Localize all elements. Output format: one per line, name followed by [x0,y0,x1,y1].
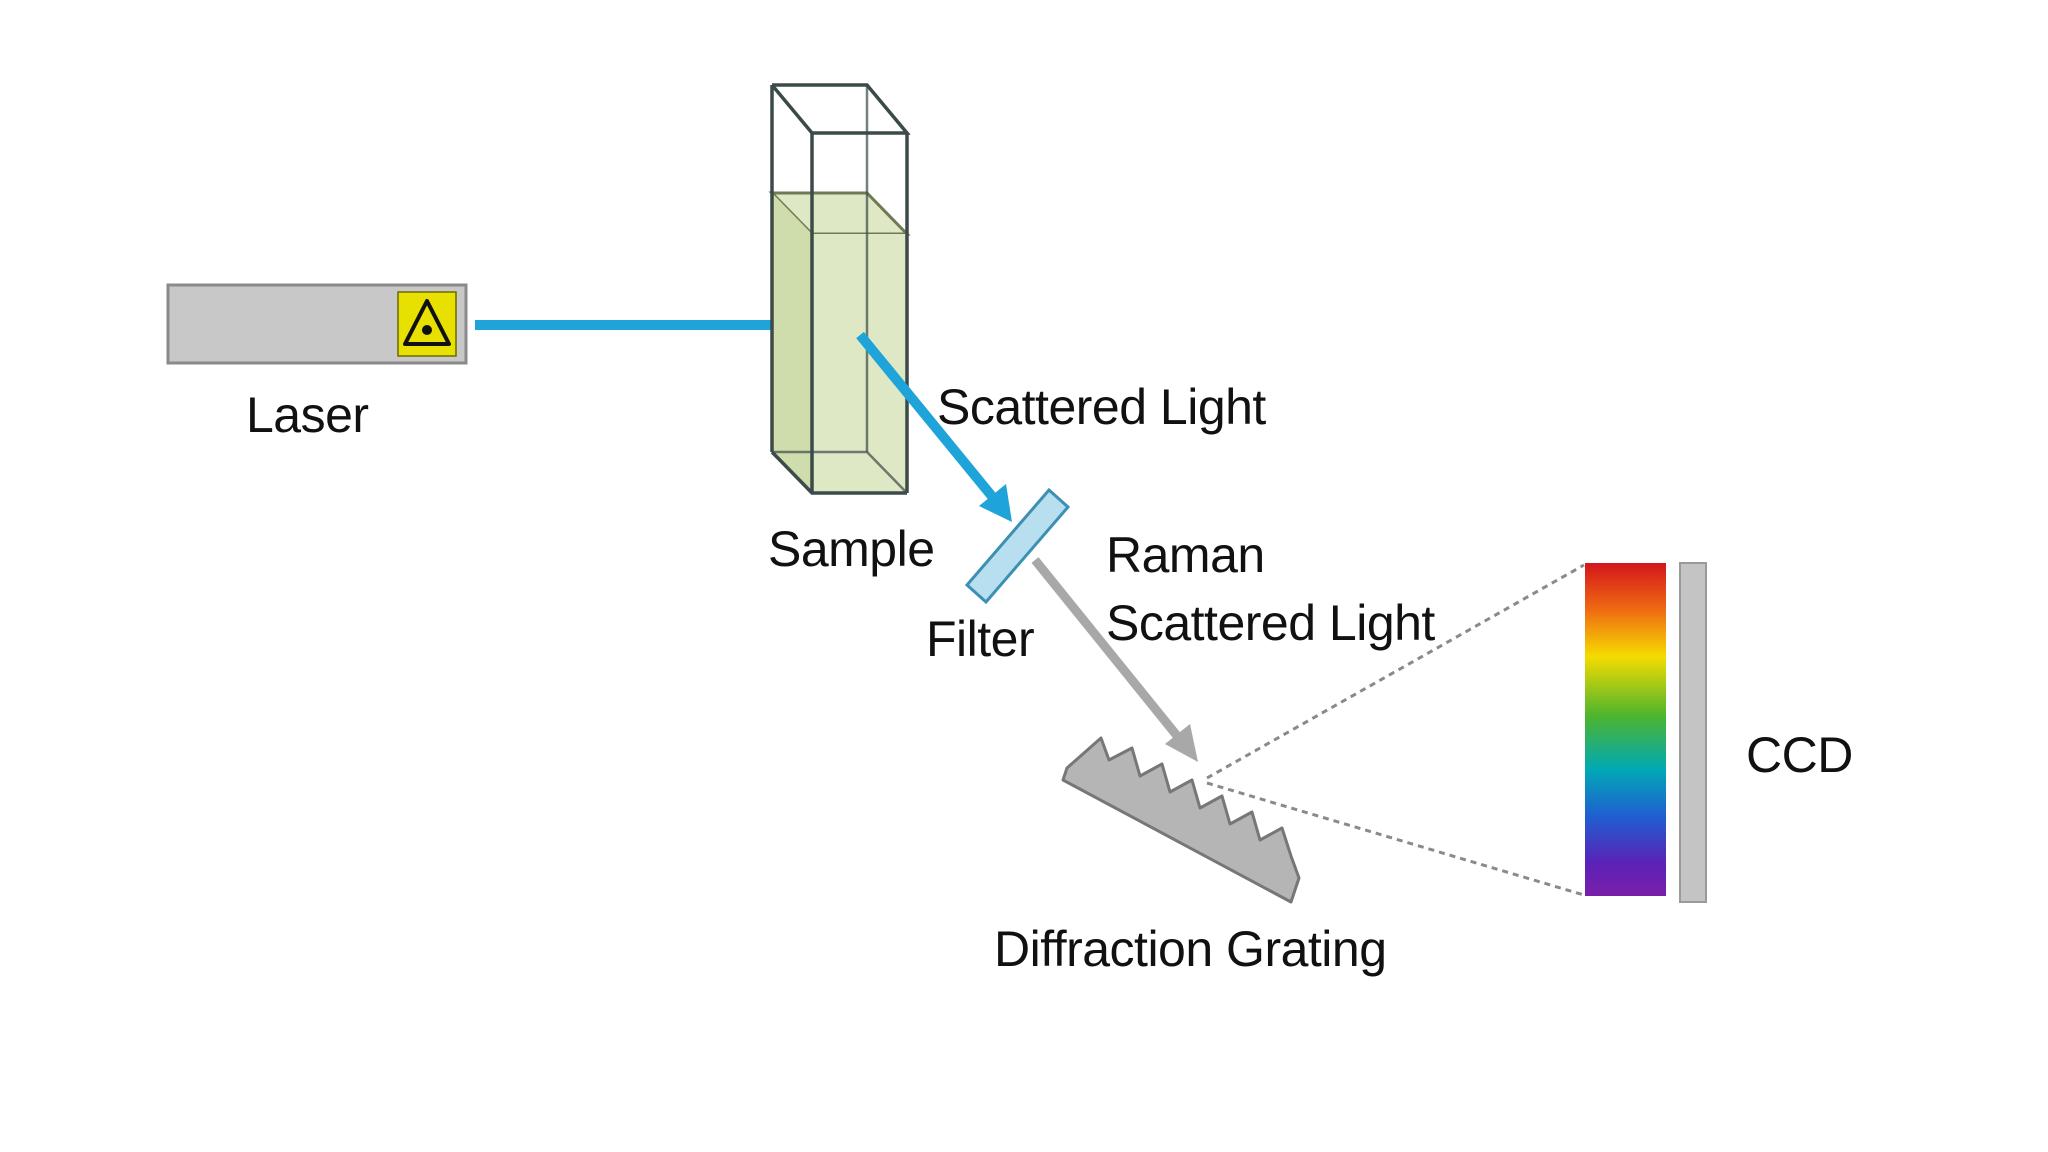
raman-label-line1: Raman [1106,527,1265,583]
raman-beam [1031,557,1198,762]
laser [166,283,468,365]
diffraction-grating [1061,736,1301,904]
spectrum-bar [1585,563,1666,896]
raman-label-line2: Scattered Light [1106,595,1435,651]
laser-label: Laser [246,387,369,443]
diffraction-grating-label: Diffraction Grating [994,921,1387,977]
scattered-light-beam [856,331,1012,522]
sample-liquid-front [812,234,907,493]
sample-cuvette [768,83,911,495]
sample-label: Sample [768,521,935,577]
scattered-light-label: Scattered Light [937,379,1266,435]
ccd-label: CCD [1746,727,1853,783]
laser-warning-icon [397,291,457,357]
filter [964,487,1071,605]
ccd-detector [1679,562,1707,903]
sample-liquid-side [772,193,812,493]
filter-label: Filter [926,611,1035,667]
